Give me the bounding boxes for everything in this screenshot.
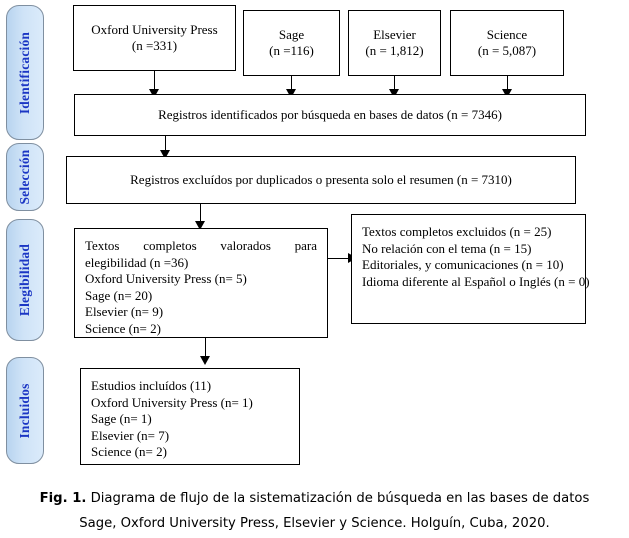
eligibility-box: Textos completos valorados para elegibil… [74, 228, 328, 338]
source-box-oxford: Oxford University Press (n =331) [73, 5, 236, 71]
included-line-science: Science (n= 2) [91, 444, 167, 459]
included-line-oxford: Oxford University Press (n= 1) [91, 394, 253, 410]
source-name-science: Science [486, 26, 528, 42]
arrowhead-elsevier-to-identified [389, 89, 399, 98]
excluded-fulltext-line-4: Idioma diferente al Español o Inglés (n … [362, 273, 590, 289]
included-line-elsevier: Elsevier (n= 7) [91, 427, 170, 443]
figure-caption-line-2: Sage, Oxford University Press, Elsevier … [79, 516, 550, 531]
identified-records-text: Registros identificados por búsqueda en … [158, 106, 502, 122]
connector-oxford-to-identified [154, 71, 155, 92]
connector-identified-to-excluded [165, 136, 166, 152]
source-name-elsevier: Elsevier [373, 26, 416, 42]
included-studies-box: Estudios incluídos (11) Oxford Universit… [80, 368, 300, 465]
excluded-fulltext-line-3: Editoriales, y comunicaciones (n = 10) [362, 257, 564, 272]
phase-label-incluidos: Incluidos [17, 382, 32, 439]
phase-box-identificacion: Identificación [6, 5, 44, 140]
phase-box-elegibilidad: Elegibilidad [6, 219, 44, 341]
connector-eligibility-to-excluded-fulltext [328, 258, 351, 259]
phase-label-identificacion: Identificación [17, 31, 32, 114]
phase-box-incluidos: Incluidos [6, 357, 44, 464]
connector-eligibility-to-included [205, 338, 206, 359]
source-count-science: (n = 5,087) [477, 43, 537, 58]
included-line-total: Estudios incluídos (11) [91, 378, 212, 393]
phase-label-seleccion: Selección [17, 149, 32, 205]
eligibility-line-science: Science (n= 2) [85, 320, 161, 336]
eligibility-line-elsevier: Elsevier (n= 9) [85, 304, 164, 319]
connector-elsevier-to-identified [394, 76, 395, 92]
source-count-oxford: (n =331) [131, 38, 178, 53]
excluded-fulltext-line-1: Textos completos excluidos (n = 25) [362, 224, 552, 239]
eligibility-line-sage: Sage (n= 20) [85, 287, 153, 303]
figure-caption-line-1: Fig. 1. Diagrama de flujo de la sistemat… [0, 486, 629, 511]
source-name-sage: Sage [278, 26, 305, 42]
arrowhead-sage-to-identified [286, 89, 296, 98]
source-count-elsevier: (n = 1,812) [365, 43, 424, 58]
arrowhead-excluded-to-eligibility [195, 221, 205, 230]
eligibility-line-1b: elegibilidad (n =36) [85, 254, 189, 270]
identified-records-box: Registros identificados por búsqueda en … [74, 94, 586, 136]
eligibility-line-oxford: Oxford University Press (n= 5) [85, 271, 247, 286]
source-box-elsevier: Elsevier (n = 1,812) [348, 10, 441, 76]
figure-caption-text-1: Diagrama de flujo de la sistematización … [86, 491, 590, 506]
connector-sage-to-identified [291, 76, 292, 92]
excluded-duplicates-text: Registros excluídos por duplicados o pre… [130, 171, 512, 187]
arrowhead-eligibility-to-included [200, 356, 210, 365]
source-box-science: Science (n = 5,087) [450, 10, 564, 76]
arrowhead-identified-to-excluded [160, 150, 170, 159]
included-line-sage: Sage (n= 1) [91, 411, 152, 426]
arrowhead-science-to-identified [502, 89, 512, 98]
phase-box-seleccion: Selección [6, 143, 44, 211]
excluded-fulltext-box: Textos completos excluidos (n = 25) No r… [351, 214, 590, 324]
connector-excluded-to-eligibility [200, 204, 201, 224]
source-box-sage: Sage (n =116) [243, 10, 340, 76]
excluded-duplicates-box: Registros excluídos por duplicados o pre… [66, 156, 576, 204]
figure-caption: Fig. 1. Diagrama de flujo de la sistemat… [0, 486, 629, 536]
arrowhead-oxford-to-identified [149, 89, 159, 98]
eligibility-line-1a: Textos completos valorados para [85, 238, 317, 253]
figure-number: Fig. 1. [39, 491, 87, 506]
source-count-sage: (n =116) [269, 43, 314, 58]
connector-science-to-identified [507, 76, 508, 92]
source-name-oxford: Oxford University Press [91, 21, 218, 37]
phase-label-elegibilidad: Elegibilidad [17, 243, 32, 317]
excluded-fulltext-line-2: No relación con el tema (n = 15) [362, 240, 532, 256]
